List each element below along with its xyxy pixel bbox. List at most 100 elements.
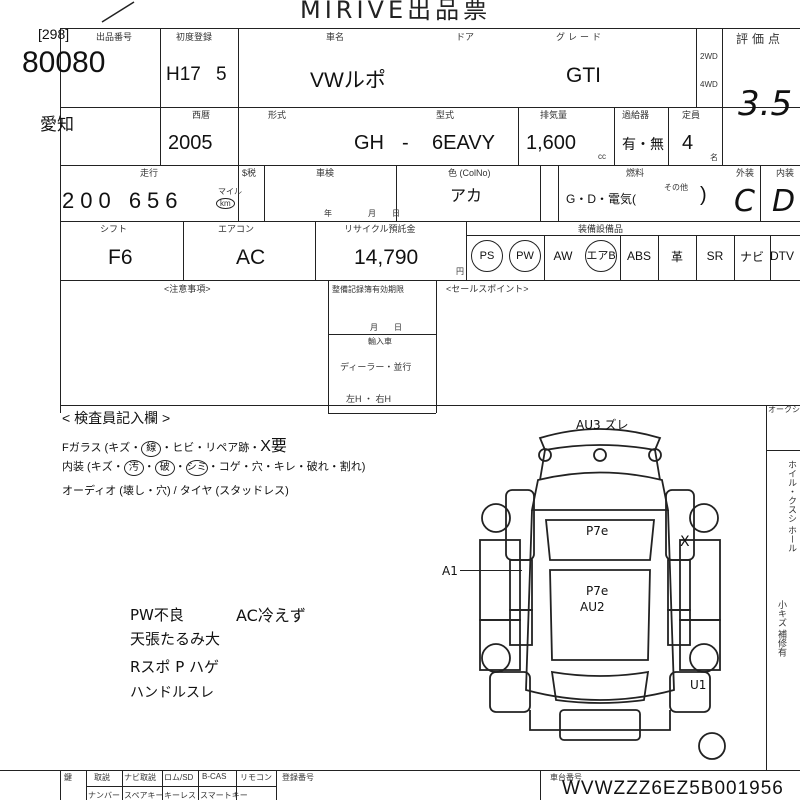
score-overall: 3.5 — [738, 84, 793, 124]
glass-label: Fガラス (キズ・ — [62, 442, 142, 454]
label-color: 色 (ColNo) — [448, 168, 491, 178]
chassis-number: WVWZZZ6EZ5B001956 — [562, 778, 784, 799]
insp-month: 月 — [368, 209, 376, 218]
recycle-value: 14,790 — [354, 246, 419, 269]
label-equipment: 装備設備品 — [578, 224, 624, 234]
lot-region: 愛知 — [40, 115, 74, 134]
bottom-row2-number: ナンバー — [88, 791, 120, 800]
reg-month: 5 — [216, 64, 227, 85]
note-ac: AC冷えず — [236, 606, 306, 625]
car-name: VWルポ — [310, 69, 386, 92]
reg-era: H17 — [166, 64, 201, 85]
label-notes: <注意事項> — [164, 284, 211, 294]
model-dash: - — [402, 132, 409, 154]
equip-airbag: エアB — [582, 238, 620, 274]
inspector-audio: オーディオ (壊し・穴) / タイヤ (スタッドレス) — [62, 485, 289, 497]
label-sales-point: <セールスポイント> — [446, 284, 529, 294]
label-tax: $税 — [242, 168, 257, 178]
label-model: 型式 — [436, 110, 455, 120]
mark-au3: AU3 ズレ — [576, 418, 629, 432]
interior-item-3: シミ — [185, 460, 208, 476]
capacity-unit: 名 — [710, 153, 718, 162]
shift-value: F6 — [108, 246, 133, 269]
equip-abs: ABS — [626, 249, 651, 263]
equip-airbag-label: エアB — [585, 240, 617, 272]
label-displacement: 排気量 — [540, 110, 568, 120]
bottom-label-manual: 取説 — [94, 773, 110, 782]
turbo-value: 有・無 — [622, 136, 664, 152]
bottom-label-bcas: B-CAS — [202, 772, 227, 781]
interior-label: 内装 (キズ・ — [62, 461, 124, 473]
label-evaluation: 評価点 — [736, 32, 785, 46]
color-value: アカ — [450, 188, 483, 205]
fuel-other: その他 — [664, 183, 688, 192]
corner-scribble — [101, 1, 135, 23]
inspector-interior: 内装 (キズ・汚・破・シミ・コゲ・穴・キレ・破れ・割れ) — [62, 458, 365, 476]
interior-item-2: 破 — [154, 460, 175, 476]
mark-pate-roof: P7e — [586, 524, 609, 538]
equip-ps: PS — [468, 238, 506, 274]
label-mileage: 走行 — [140, 168, 159, 178]
mileage-unit-mile: マイル — [218, 187, 242, 196]
lot-number: 80080 — [22, 46, 106, 79]
mark-u1: U1 — [690, 678, 707, 692]
drive-2wd: 2WD — [700, 52, 718, 61]
label-turbo: 過給器 — [622, 110, 650, 120]
recycle-unit: 円 — [456, 267, 464, 276]
model-prefix: GH — [354, 132, 384, 154]
mark-a1: A1 — [442, 564, 458, 578]
bottom-row2-keyless: キーレス — [164, 791, 196, 800]
equip-pw: PW — [506, 238, 544, 274]
glass-rest: ・ヒビ・リペア跡・ — [161, 442, 261, 454]
insp-day: 日 — [392, 209, 400, 218]
right-supplement: 小キズ 補修有 — [777, 600, 787, 657]
bottom-row2-spare: スペアキー — [124, 791, 164, 800]
import-handle: 左H ・ 右H — [346, 394, 392, 404]
glass-circled: 線 — [141, 441, 162, 457]
displacement: 1,600 — [526, 132, 577, 154]
interior-rest: ・コゲ・穴・キレ・破れ・割れ) — [207, 461, 366, 473]
fuel-close: ) — [700, 184, 707, 206]
aircon-value: AC — [236, 246, 266, 269]
label-lot-no: 出品番号 — [96, 32, 133, 42]
label-recycle: リサイクル預託金 — [344, 224, 416, 234]
bottom-label-reg: 登録番号 — [282, 773, 314, 782]
inspector-glass: Fガラス (キズ・線・ヒビ・リペア跡・X要 — [62, 432, 287, 457]
equip-aw: AW — [553, 249, 573, 263]
label-interior: 内装 — [776, 168, 795, 178]
label-grade: グレード — [556, 32, 605, 42]
mark-au2: AU2 — [580, 600, 605, 614]
inspector-title: < 検査員記入欄 > — [62, 410, 171, 426]
label-first-reg: 初度登録 — [176, 32, 213, 42]
bottom-label-chassis: 車台番号 — [550, 773, 582, 782]
bottom-label-rom: ロム/SD — [164, 773, 194, 782]
bottom-label-remote: リモコン — [240, 773, 272, 782]
mark-x: X — [680, 534, 690, 550]
note-3: Rスポ P ハゲ — [130, 658, 220, 676]
label-door: ドア — [456, 32, 475, 42]
equip-sr: SR — [706, 249, 724, 263]
score-exterior: C — [734, 184, 755, 219]
year-ad: 2005 — [168, 132, 213, 154]
label-inspection: 車検 — [316, 168, 335, 178]
equip-ps-label: PS — [471, 240, 503, 272]
note-2: 天張たるみ大 — [130, 630, 221, 648]
mileage-value: 200 656 — [62, 188, 184, 213]
equip-dtv: DTV — [770, 249, 794, 263]
score-interior: D — [772, 184, 796, 219]
drive-4wd: 4WD — [700, 80, 718, 89]
glass-flag: X要 — [260, 438, 287, 455]
car-diagram — [479, 428, 726, 760]
note-1: PW不良 — [130, 606, 184, 624]
equip-pw-label: PW — [509, 240, 541, 272]
bottom-label-key: 鍵 — [64, 773, 72, 782]
right-column-text: ホイル・クスシ ホール — [788, 460, 797, 553]
mark-pate-center: P7e — [586, 584, 609, 598]
equip-navi: ナビ — [739, 249, 764, 264]
label-import: 輸入車 — [368, 337, 392, 346]
label-maint-until: 整備記録簿有効期限 — [332, 285, 404, 294]
bottom-label-navi-manual: ナビ取説 — [124, 773, 156, 782]
interior-item-1: 汚 — [123, 460, 144, 476]
label-exterior: 外装 — [736, 168, 755, 178]
car-grade: GTI — [566, 64, 601, 87]
